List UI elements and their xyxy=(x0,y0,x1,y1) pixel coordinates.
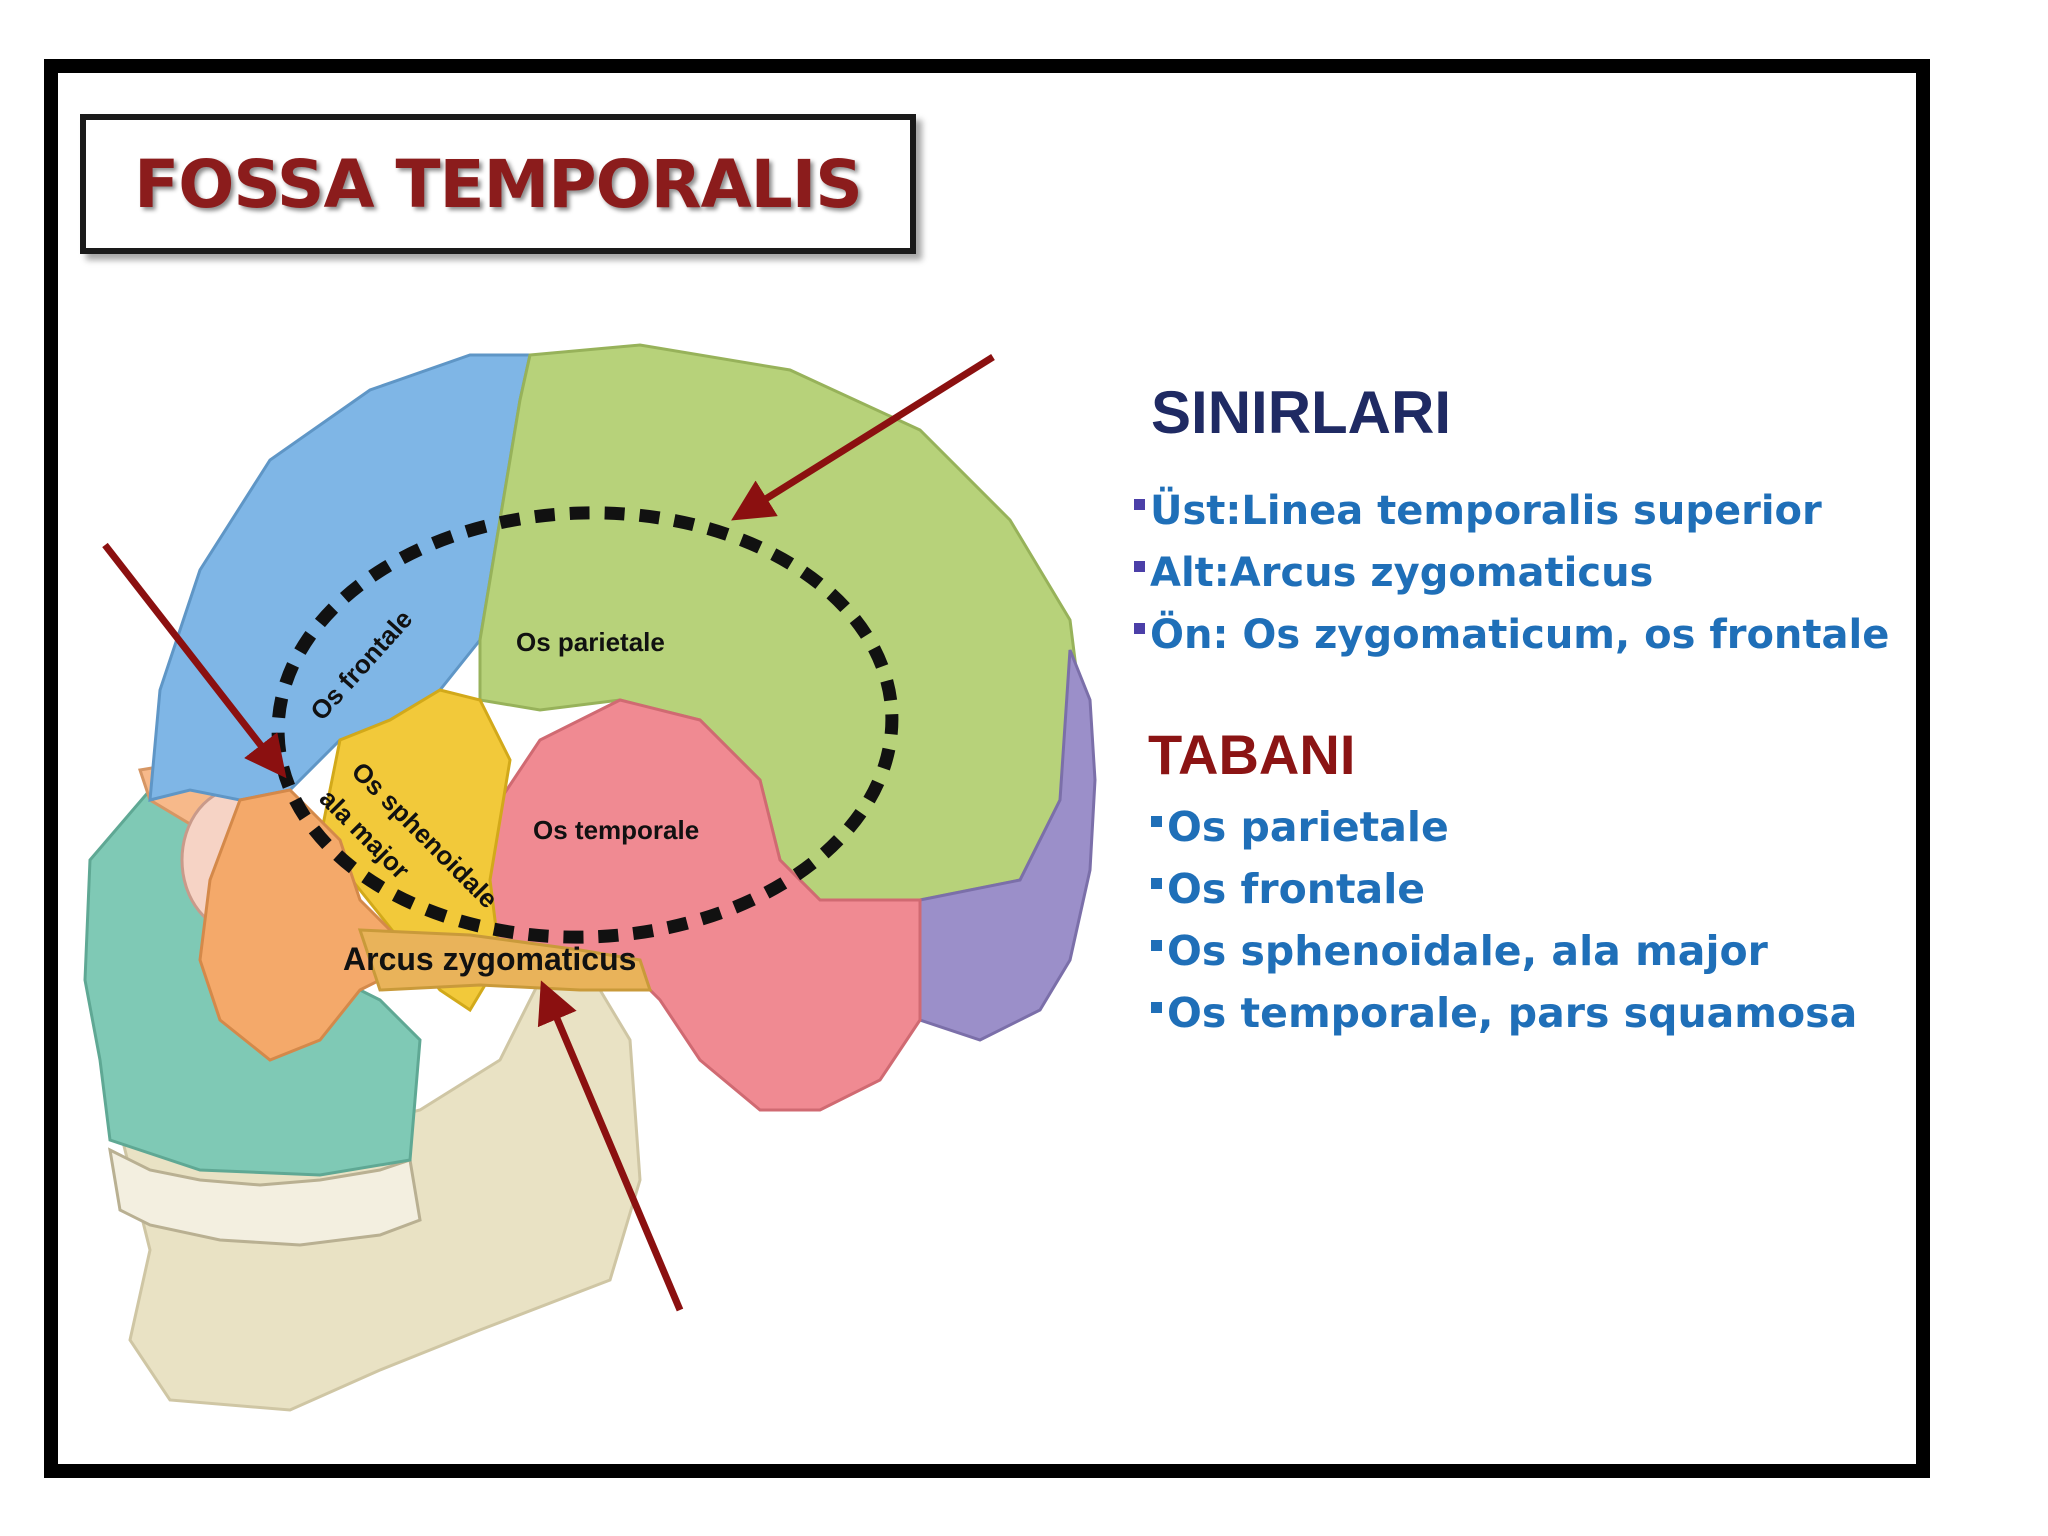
label-os-parietale: Os parietale xyxy=(516,627,665,657)
sinirlari-list: Üst:Linea temporalis superior Alt:Arcus … xyxy=(1134,480,1889,666)
temporal-bone xyxy=(478,698,922,1112)
bullet-icon xyxy=(1134,623,1145,634)
title-box: FOSSA TEMPORALIS xyxy=(80,114,916,254)
tabani-list: Os parietale Os frontale Os sphenoidale,… xyxy=(1151,796,1857,1044)
teeth xyxy=(108,1147,422,1247)
list-item: Alt:Arcus zygomaticus xyxy=(1134,542,1889,604)
list-item: Üst:Linea temporalis superior xyxy=(1134,480,1889,542)
bullet-icon xyxy=(1151,816,1162,827)
arrow-superior xyxy=(731,354,995,521)
bullet-icon xyxy=(1134,499,1145,510)
tabani-heading: TABANI xyxy=(1148,723,1356,786)
slide-title: FOSSA TEMPORALIS xyxy=(134,145,863,223)
bullet-icon xyxy=(1134,561,1145,572)
list-item: Os frontale xyxy=(1151,858,1857,920)
bullet-icon xyxy=(1151,1002,1162,1013)
list-item: Os sphenoidale, ala major xyxy=(1151,920,1857,982)
list-item: Ön: Os zygomaticum, os frontale xyxy=(1134,604,1889,666)
arrow-anterior xyxy=(102,542,287,779)
sinirlari-heading: SINIRLARI xyxy=(1151,379,1451,446)
bullet-icon xyxy=(1151,878,1162,889)
bullet-icon xyxy=(1151,940,1162,951)
zygomatic-arch xyxy=(357,928,653,992)
label-arcus-zygomaticus: Arcus zygomaticus xyxy=(343,941,636,977)
list-item: Os parietale xyxy=(1151,796,1857,858)
occipital-bone xyxy=(918,649,1097,1042)
arrow-inferior xyxy=(537,980,684,1312)
list-item: Os temporale, pars squamosa xyxy=(1151,982,1857,1044)
sphenoid-bone xyxy=(318,688,512,1013)
zygomatic-bone xyxy=(198,788,423,1062)
label-os-temporale: Os temporale xyxy=(533,815,699,845)
